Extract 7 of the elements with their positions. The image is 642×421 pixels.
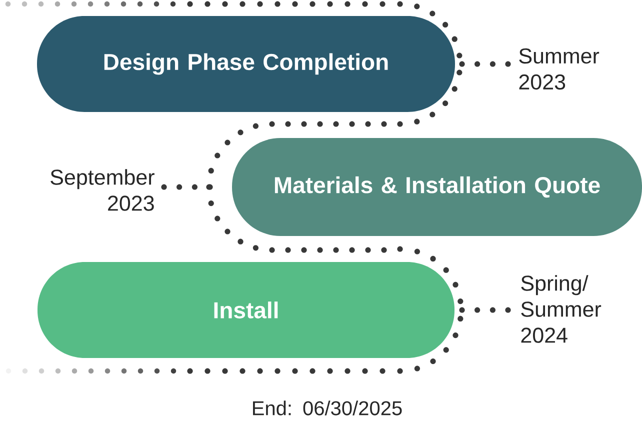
phase-pill: Design Phase Completion [37, 16, 455, 112]
phase-pill: Install [38, 262, 454, 358]
date-label: Spring/ Summer 2024 [521, 275, 602, 343]
phase-pill: Materials & Installation Quote [232, 138, 642, 236]
end-date-label: End: 06/30/2025 [253, 400, 402, 416]
date-label: Summer 2023 [519, 48, 600, 90]
date-label: September 2023 [50, 169, 154, 211]
